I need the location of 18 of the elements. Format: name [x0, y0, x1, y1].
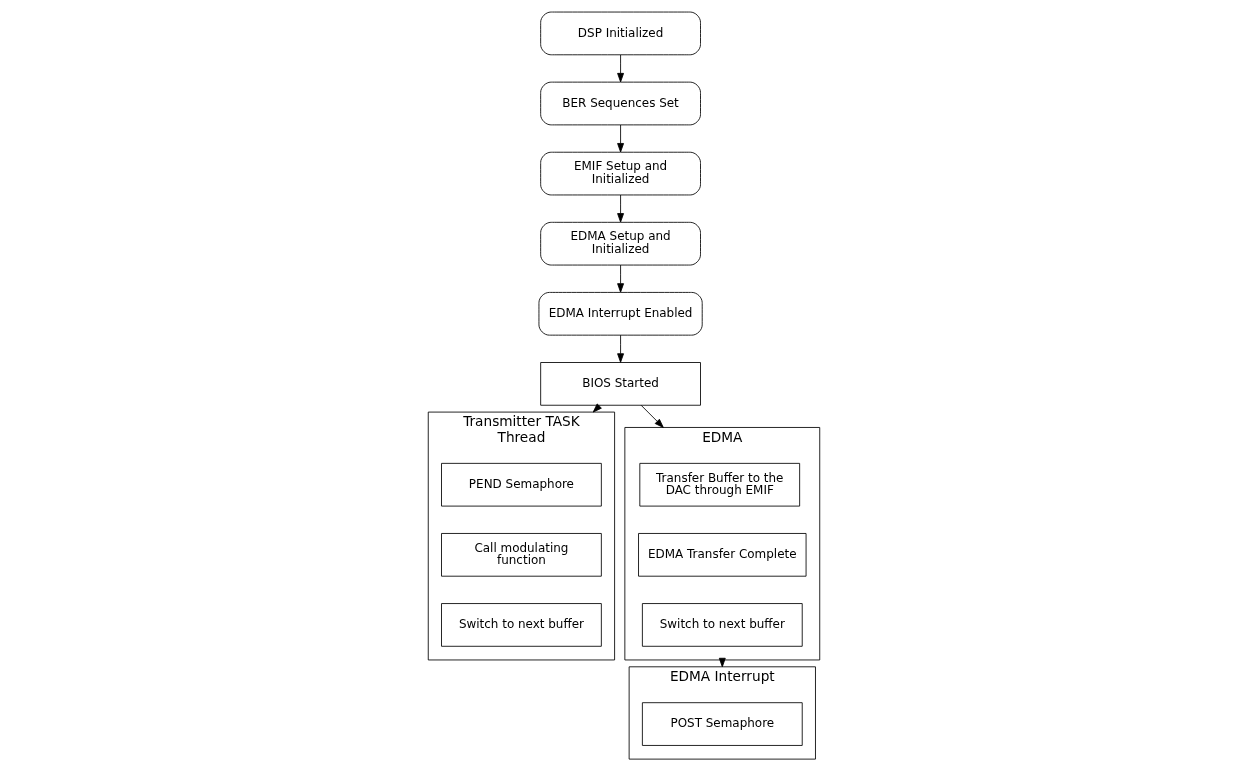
node-box: Transfer Buffer to the DAC through EMIF	[638, 462, 800, 507]
arrow	[616, 124, 624, 153]
node-box: Switch to next buffer	[641, 603, 803, 647]
node-box: Switch to next buffer	[440, 603, 602, 647]
node-box: BER Sequences Set	[539, 81, 701, 126]
node-box: EDMA Transfer Complete	[637, 533, 806, 577]
node-box: EDMA Interrupt Enabled	[538, 292, 703, 336]
arrow	[616, 54, 624, 83]
arrow	[616, 194, 624, 223]
node-box: PEND Semaphore	[440, 462, 602, 507]
node-box: Call modulating function	[440, 533, 602, 577]
node-box: EMIF Setup and Initialized	[539, 151, 701, 196]
node-box: DSP Initialized	[539, 11, 701, 56]
arrow	[616, 334, 624, 363]
node-box: EDMA Setup and Initialized	[539, 221, 701, 266]
node-box: POST Semaphore	[641, 702, 803, 746]
arrow	[640, 404, 664, 428]
arrow	[616, 264, 624, 293]
